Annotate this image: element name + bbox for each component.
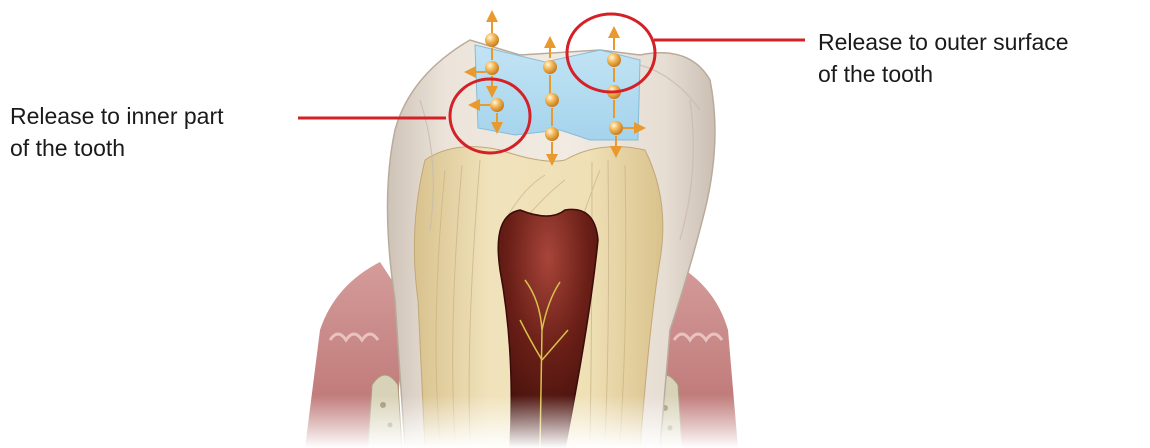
callout-label-outer: Release to outer surface of the tooth xyxy=(818,26,1069,90)
glowing-particle-icon xyxy=(485,61,499,75)
glowing-particle-icon xyxy=(609,121,623,135)
callout-outer-line-2: of the tooth xyxy=(818,58,1069,90)
callout-inner-line-2: of the tooth xyxy=(10,132,224,164)
callout-label-inner: Release to inner part of the tooth xyxy=(10,100,224,164)
glowing-particle-icon xyxy=(485,33,499,47)
glowing-particle-icon xyxy=(490,98,504,112)
glowing-particle-icon xyxy=(607,53,621,67)
glowing-particle-icon xyxy=(545,127,559,141)
callout-outer-line-1: Release to outer surface xyxy=(818,26,1069,58)
glowing-particle-icon xyxy=(543,60,557,74)
bottom-fade xyxy=(280,395,780,448)
callout-inner-line-1: Release to inner part xyxy=(10,100,224,132)
glowing-particle-icon xyxy=(545,93,559,107)
